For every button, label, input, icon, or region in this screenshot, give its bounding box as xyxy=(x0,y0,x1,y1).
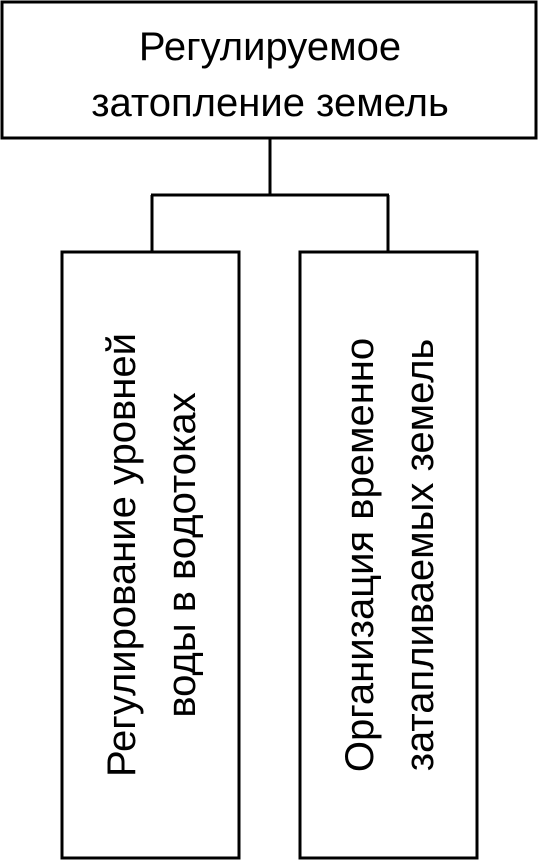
child-node-left: Регулирование уровней воды в водотоках xyxy=(60,250,241,860)
child-node-left-label-line-1: Регулирование уровней xyxy=(100,333,144,777)
root-node: Регулируемое затопление земель xyxy=(0,0,538,140)
child-node-right: Организация временно затапливаемых земел… xyxy=(298,250,479,860)
child-node-right-label-line-2: затапливаемых земель xyxy=(398,339,442,772)
root-node-label-line-1: Регулируемое xyxy=(139,25,401,69)
connectors xyxy=(150,138,390,252)
child-node-left-box xyxy=(60,250,241,860)
child-node-right-label-line-1: Организация временно xyxy=(338,338,382,772)
root-node-label-line-2: затопление земель xyxy=(91,81,449,125)
child-node-left-label-line-2: воды в водотоках xyxy=(160,392,204,717)
root-node-box xyxy=(0,0,538,140)
child-node-right-box xyxy=(298,250,479,860)
